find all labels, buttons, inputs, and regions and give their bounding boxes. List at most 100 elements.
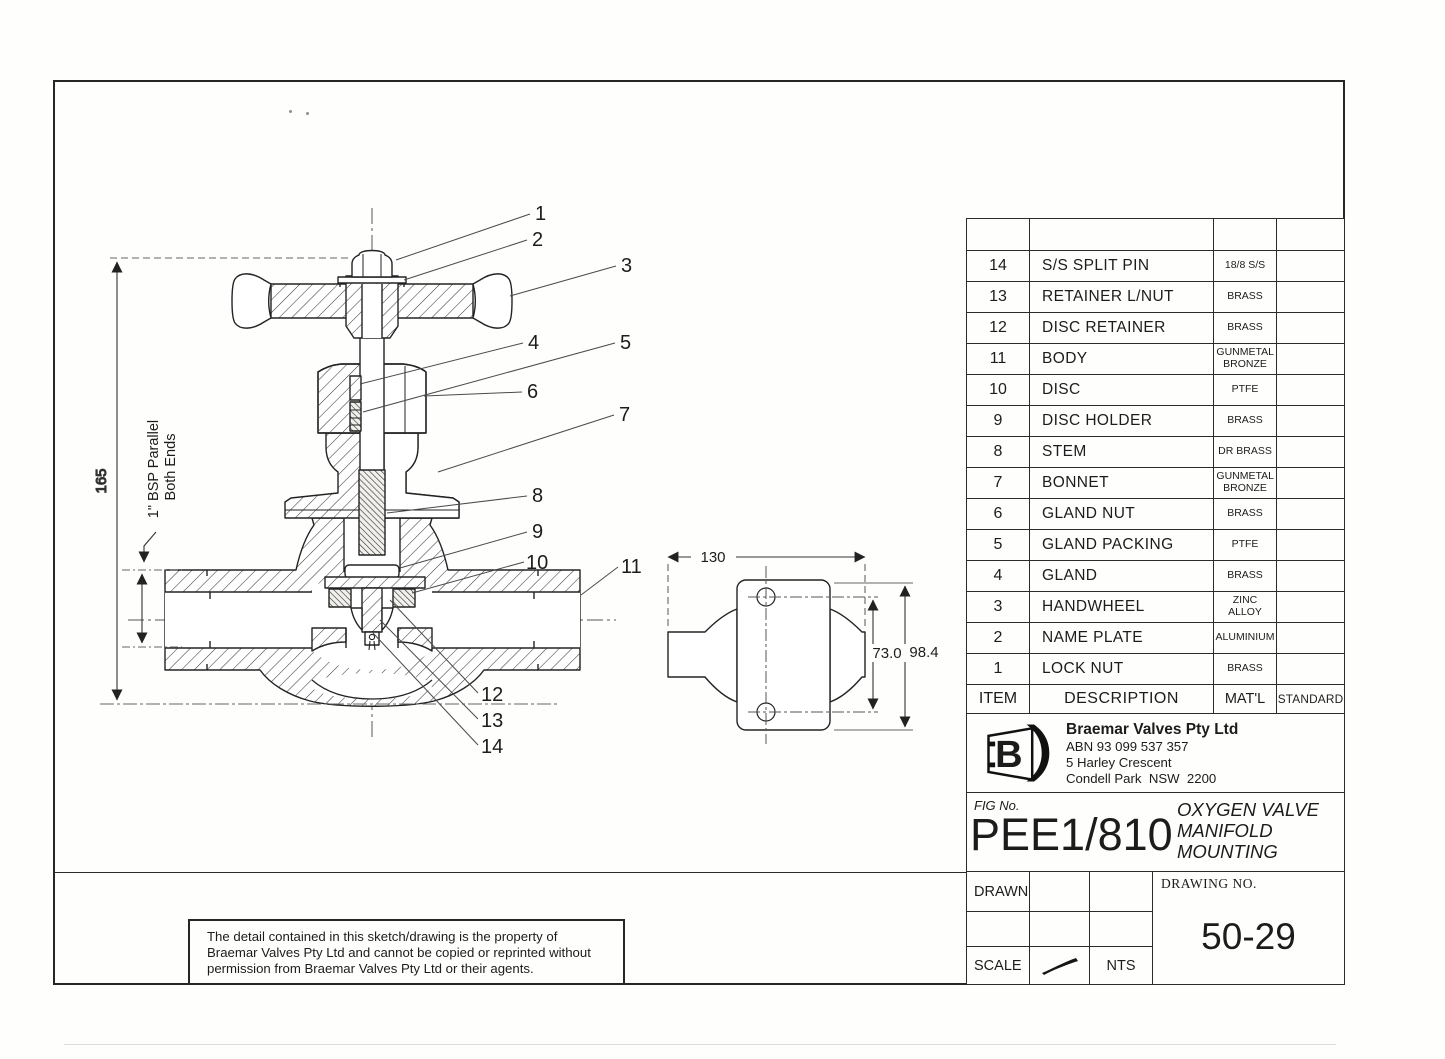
parts-cell-description: DISC (1030, 375, 1214, 406)
parts-empty-cell (1214, 219, 1277, 251)
parts-cell-description: GLAND NUT (1030, 499, 1214, 530)
part-gland (349, 375, 362, 401)
parts-cell-item: 4 (967, 561, 1030, 592)
parts-cell-description: BONNET (1030, 468, 1214, 499)
disclaimer-text: The detail contained in this sketch/draw… (207, 929, 591, 977)
part-split-pin (368, 633, 376, 651)
port-spec-line1: 1" BSP Parallel (146, 420, 162, 518)
drawing-no-value: 50-29 (1201, 916, 1296, 957)
side-centerlines (748, 566, 878, 744)
parts-empty-cell (1277, 219, 1344, 251)
parts-cell-material: BRASS (1214, 406, 1277, 437)
scan-speck (306, 112, 309, 115)
scale-label-cell: SCALE (967, 947, 1030, 984)
callout-leader-10 (411, 561, 525, 594)
drawn-label-cell: DRAWN (967, 872, 1030, 912)
parts-cell-standard (1277, 406, 1344, 437)
valve-section (164, 249, 581, 707)
scale-value-cell: NTS (1090, 947, 1153, 984)
callout-number-12: 12 (481, 684, 503, 706)
parts-cell-item: 13 (967, 282, 1030, 313)
company-name: Braemar Valves Pty Ltd (1066, 721, 1239, 738)
parts-header-material: MAT'L (1214, 685, 1277, 714)
parts-cell-item: 5 (967, 530, 1030, 561)
callout-number-13: 13 (481, 710, 503, 732)
fig-number: PEE1/810 (970, 809, 1173, 860)
callout-number-2: 2 (532, 229, 543, 251)
parts-cell-material: 18/8 S/S (1214, 251, 1277, 282)
valve-drawing: 165 1" BSP Parallel Both Ends (92, 203, 939, 758)
parts-cell-standard (1277, 282, 1344, 313)
parts-empty-cell (1030, 219, 1214, 251)
drawing-no-label: DRAWING NO. (1161, 876, 1257, 891)
callout-number-10: 10 (526, 552, 548, 574)
scale-value: NTS (1106, 957, 1136, 974)
parts-header-item: ITEM (967, 685, 1030, 714)
parts-cell-material: BRASS (1214, 499, 1277, 530)
parts-cell-material: PTFE (1214, 530, 1277, 561)
scale-mark-cell (1030, 947, 1090, 984)
parts-cell-description: BODY (1030, 344, 1214, 375)
title-band-divider (53, 871, 966, 873)
scale-slash-mark (1041, 957, 1078, 975)
parts-cell-material: BRASS (1214, 313, 1277, 344)
dim-overall-height: 165 (92, 257, 560, 705)
port-spec-label: 1" BSP Parallel Both Ends (146, 416, 179, 518)
product-title-line1: OXYGEN VALVE (1177, 799, 1319, 820)
callout-leader-2 (403, 239, 528, 281)
parts-cell-item: 9 (967, 406, 1030, 437)
side-view (667, 566, 878, 744)
info-cell (1090, 872, 1153, 912)
parts-cell-standard (1277, 375, 1344, 406)
parts-cell-description: NAME PLATE (1030, 623, 1214, 654)
parts-cell-item: 3 (967, 592, 1030, 623)
parts-cell-item: 7 (967, 468, 1030, 499)
dim-flange-height-label: 98.4 (909, 644, 938, 661)
part-name-plate (337, 276, 407, 287)
parts-cell-item: 8 (967, 437, 1030, 468)
callout-number-5: 5 (620, 332, 631, 354)
parts-cell-item: 12 (967, 313, 1030, 344)
callout-number-4: 4 (528, 332, 539, 354)
callout-number-14: 14 (481, 736, 503, 758)
dim-port-spec: 1" BSP Parallel Both Ends (122, 416, 182, 648)
part-gland-packing (349, 401, 362, 432)
scale-label: SCALE (974, 957, 1022, 974)
disclaimer-box: The detail contained in this sketch/draw… (188, 919, 625, 985)
parts-cell-description: LOCK NUT (1030, 654, 1214, 685)
callout-number-3: 3 (621, 255, 632, 277)
port-spec-line2: Both Ends (163, 434, 179, 501)
parts-cell-description: GLAND (1030, 561, 1214, 592)
parts-cell-item: 14 (967, 251, 1030, 282)
parts-cell-material: GUNMETAL BRONZE (1214, 344, 1277, 375)
drawing-no-box: DRAWING NO. 50-29 (1153, 872, 1344, 984)
parts-cell-material: ALUMINIUM (1214, 623, 1277, 654)
parts-cell-standard (1277, 437, 1344, 468)
side-view-dims: 130 98.4 73.0 (667, 549, 939, 731)
mounting-flange (736, 579, 831, 731)
parts-cell-item: 6 (967, 499, 1030, 530)
callout-number-8: 8 (532, 485, 543, 507)
company-block: B Braemar Valves Pty Ltd ABN 93 099 537 … (967, 714, 1344, 793)
scan-paper-edge (64, 1044, 1336, 1045)
callout-number-7: 7 (619, 404, 630, 426)
dim-hole-spacing-label: 73.0 (872, 645, 901, 662)
callout-leader-7 (437, 414, 615, 473)
callout-number-11: 11 (621, 556, 642, 578)
parts-cell-description: DISC RETAINER (1030, 313, 1214, 344)
part-handwheel (231, 273, 513, 339)
parts-cell-standard (1277, 530, 1344, 561)
parts-cell-description: STEM (1030, 437, 1214, 468)
callout-leader-11 (580, 566, 619, 596)
company-address1: 5 Harley Crescent (1066, 755, 1172, 770)
dim-height-label: 165 (93, 468, 110, 493)
drawn-label: DRAWN (974, 883, 1029, 900)
callout-leader-1 (395, 213, 531, 261)
callout-leader-5 (362, 342, 616, 413)
parts-cell-material: BRASS (1214, 561, 1277, 592)
parts-cell-standard (1277, 561, 1344, 592)
parts-cell-description: HANDWHEEL (1030, 592, 1214, 623)
callout-leader-3 (509, 265, 617, 297)
